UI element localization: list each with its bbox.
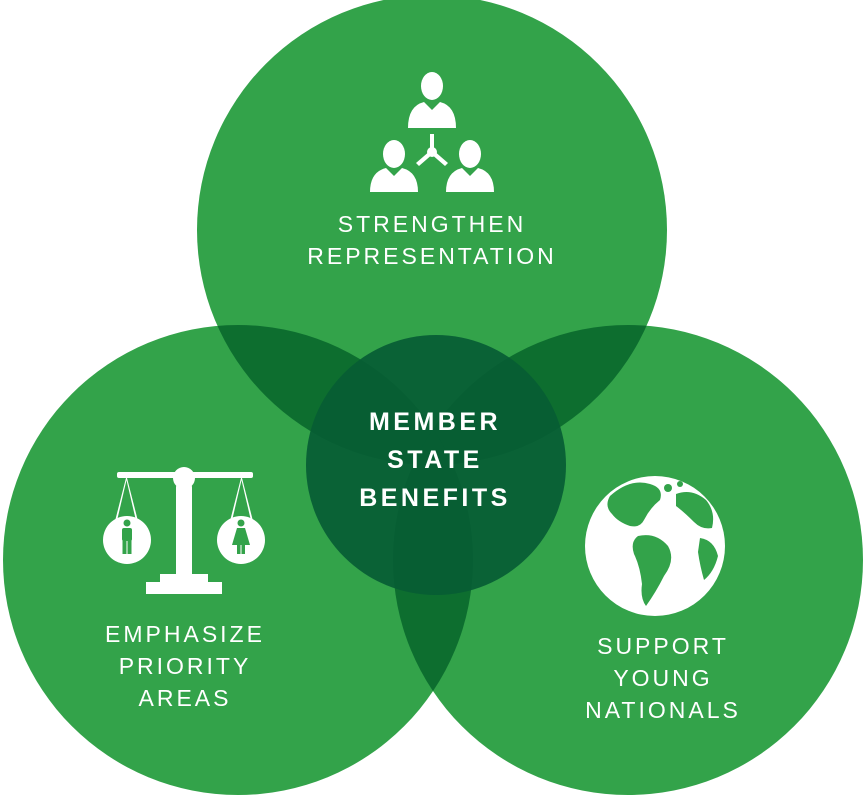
female-figure-icon: [232, 519, 250, 554]
right-label-line-1: SUPPORT: [597, 633, 729, 659]
top-label-line-2: REPRESENTATION: [307, 243, 557, 269]
center-label-line-1: MEMBER: [368, 408, 502, 436]
right-label-line-2: YOUNG: [613, 665, 713, 691]
center-label-line-2: STATE: [387, 446, 483, 474]
support-young-nationals-label: SUPPORT YOUNG NATIONALS: [518, 630, 808, 726]
center-circle: [306, 335, 566, 595]
male-figure-icon: [122, 519, 132, 554]
left-label-line-2: PRIORITY: [118, 653, 252, 679]
globe-icon: [585, 476, 725, 616]
left-label-line-1: EMPHASIZE: [105, 621, 265, 647]
emphasize-priority-areas-label: EMPHASIZE PRIORITY AREAS: [40, 618, 330, 714]
member-state-benefits-label: MEMBER STATE BENEFITS: [290, 403, 580, 517]
strengthen-representation-label: STRENGTHEN REPRESENTATION: [282, 208, 582, 272]
center-label-line-3: BENEFITS: [359, 484, 511, 512]
balance-scale-gender-icon: [103, 467, 265, 594]
people-network-icon: [370, 72, 494, 192]
right-label-line-3: NATIONALS: [585, 697, 741, 723]
top-label-line-1: STRENGTHEN: [337, 211, 527, 237]
left-label-line-3: AREAS: [138, 685, 232, 711]
